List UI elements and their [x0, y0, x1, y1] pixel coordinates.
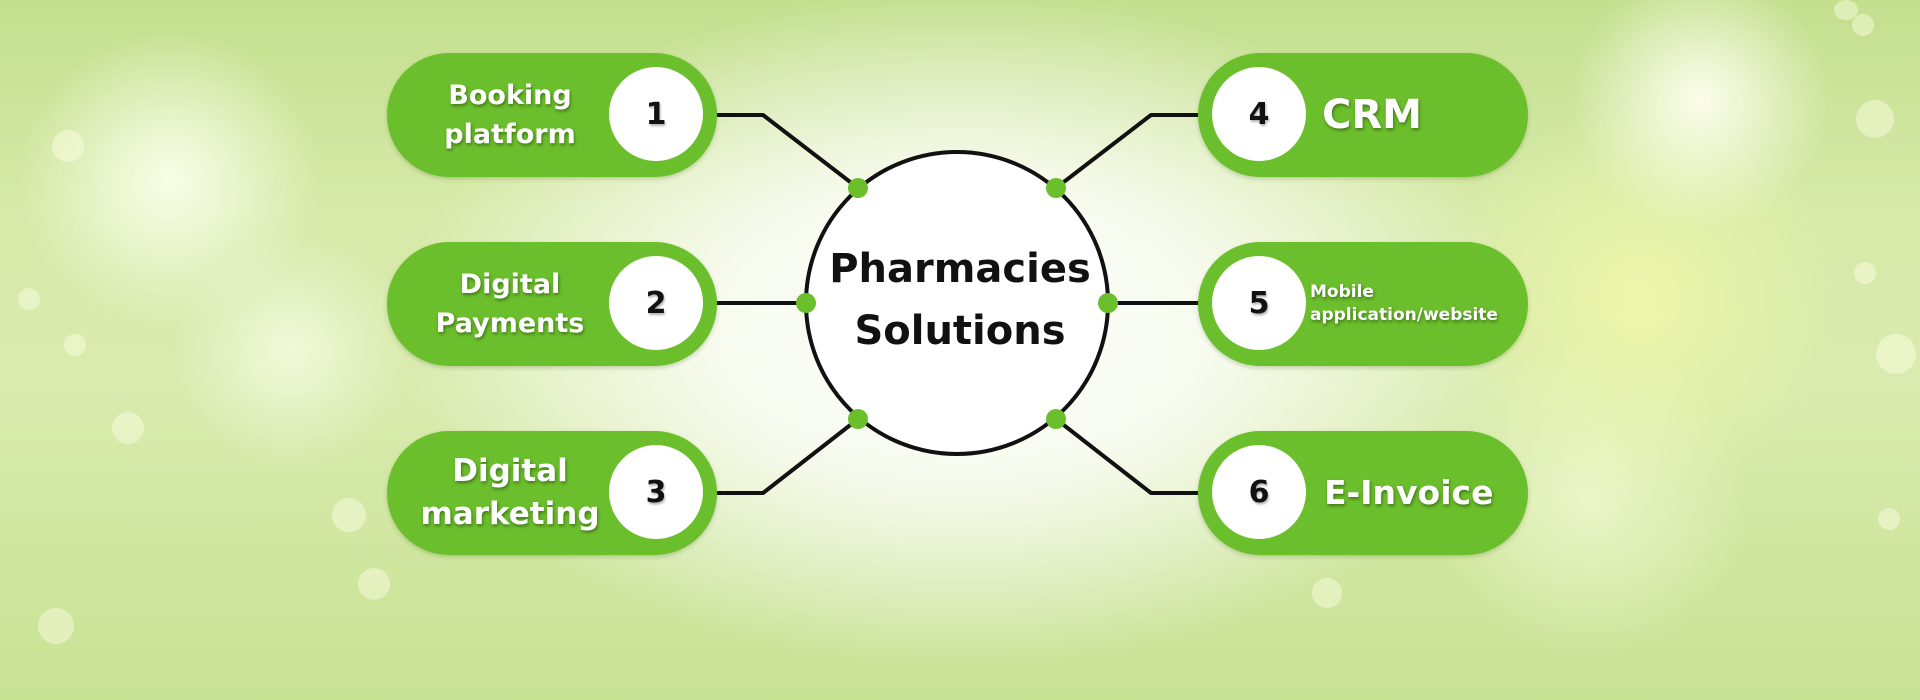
- item-crm: 4 CRM: [1198, 53, 1528, 177]
- connector-node: [1098, 293, 1118, 313]
- bokeh-dot: [52, 130, 84, 162]
- connector-node: [1046, 178, 1066, 198]
- item-label-line2: application/website: [1310, 305, 1498, 325]
- bokeh-dot: [1312, 578, 1342, 608]
- item-number-badge: 4: [1212, 67, 1306, 161]
- item-label: Booking platform: [417, 53, 603, 177]
- bokeh-dot: [18, 288, 40, 310]
- item-number-badge: 3: [609, 445, 703, 539]
- bokeh-dot: [358, 568, 390, 600]
- connector-node: [796, 293, 816, 313]
- connector-node: [848, 409, 868, 429]
- item-label-line2: Payments: [435, 308, 585, 339]
- connector-6: [1054, 417, 1200, 495]
- item-digital-payments: Digital Payments 2: [387, 242, 717, 366]
- item-label-line1: Booking: [448, 79, 572, 111]
- center-title: Pharmacies Solutions: [810, 175, 1110, 425]
- item-label: E-Invoice: [1324, 431, 1520, 555]
- bokeh-dot: [1856, 100, 1894, 138]
- bokeh-dot: [1878, 508, 1900, 530]
- item-digital-marketing: Digital marketing 3: [387, 431, 717, 555]
- connector-lines: [715, 113, 1200, 495]
- bokeh-dot: [1834, 0, 1858, 20]
- item-label: Digital Payments: [417, 242, 603, 366]
- bokeh-dot: [112, 412, 144, 444]
- item-label-line1: Digital: [459, 268, 561, 300]
- center-title-line2: Solutions: [854, 308, 1066, 354]
- item-booking-platform: Booking platform 1: [387, 53, 717, 177]
- item-label: CRM: [1322, 53, 1518, 177]
- bokeh-dot: [1854, 262, 1876, 284]
- item-label-line1: E-Invoice: [1324, 473, 1494, 513]
- connector-node: [848, 178, 868, 198]
- item-number-badge: 5: [1212, 256, 1306, 350]
- item-label-line1: CRM: [1322, 92, 1422, 138]
- item-label-line1: Mobile: [1310, 282, 1374, 303]
- item-label-line2: platform: [444, 119, 576, 150]
- connector-node: [1046, 409, 1066, 429]
- bokeh-dot: [64, 334, 86, 356]
- item-number-badge: 2: [609, 256, 703, 350]
- item-number-badge: 1: [609, 67, 703, 161]
- item-label: Mobile application/website: [1310, 242, 1522, 366]
- bokeh-dot: [332, 498, 366, 532]
- item-mobile-application: 5 Mobile application/website: [1198, 242, 1528, 366]
- center-title-line1: Pharmacies: [829, 246, 1091, 292]
- item-e-invoice: 6 E-Invoice: [1198, 431, 1528, 555]
- item-label-line2: marketing: [420, 496, 600, 532]
- bokeh-dot: [1876, 334, 1916, 374]
- connector-4: [1054, 113, 1200, 190]
- item-label: Digital marketing: [417, 431, 603, 555]
- connector-3: [715, 417, 860, 495]
- bokeh-dot: [1852, 14, 1874, 36]
- bokeh-dot: [38, 608, 74, 644]
- connector-1: [715, 113, 860, 190]
- item-label-line1: Digital: [452, 452, 568, 489]
- item-number-badge: 6: [1212, 445, 1306, 539]
